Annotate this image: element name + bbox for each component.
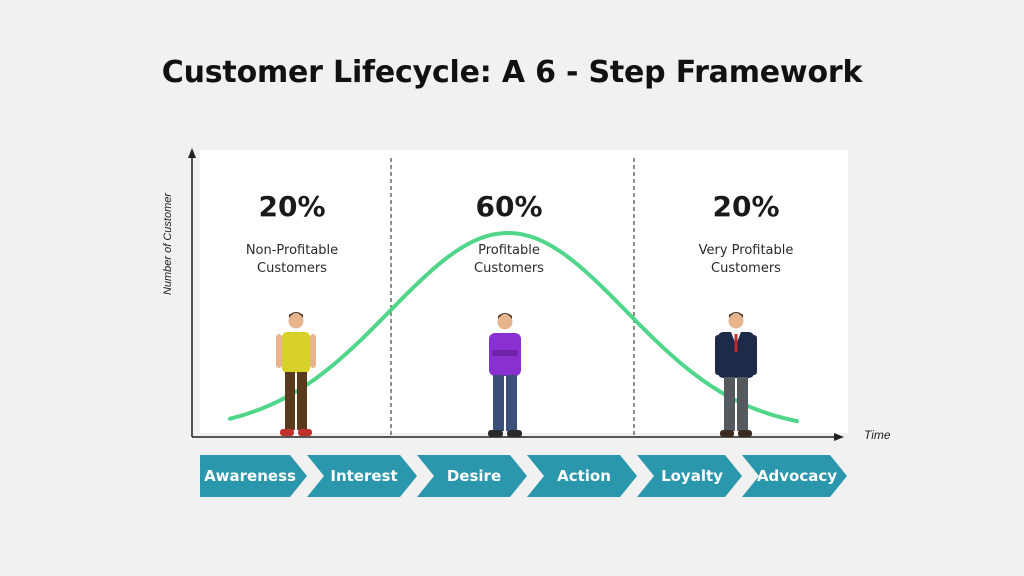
segment-percent-profitable: 60% — [475, 190, 543, 223]
step-label-advocacy: Advocacy — [756, 467, 838, 485]
step-label-interest: Interest — [330, 467, 398, 485]
step-label-loyalty: Loyalty — [661, 467, 723, 485]
step-chevron-awareness — [200, 455, 307, 497]
step-chevrons — [200, 455, 847, 497]
person-figure-profitable — [488, 313, 522, 437]
segment-percent-non-profitable: 20% — [258, 190, 326, 223]
person-figure-non-profitable — [276, 312, 316, 436]
x-axis-arrow — [834, 433, 844, 441]
person-figure-very-profitable — [715, 312, 757, 437]
step-chevron-interest — [307, 455, 417, 497]
bell-curve — [228, 231, 799, 424]
segment-percent-very-profitable: 20% — [712, 190, 780, 223]
segment-label-non-profitable: Non-Profitable Customers — [207, 242, 377, 278]
step-chevron-loyalty — [637, 455, 742, 497]
step-chevron-advocacy — [742, 455, 847, 497]
page-title: Customer Lifecycle: A 6 - Step Framework — [161, 55, 863, 90]
step-label-desire: Desire — [446, 467, 502, 485]
segment-label-line: Very Profitable — [698, 243, 794, 258]
segment-label-line: Customers — [711, 261, 781, 276]
segment-label-line: Customers — [257, 261, 327, 276]
x-axis-label: Time — [864, 428, 891, 442]
segment-label-line: Non-Profitable — [245, 243, 339, 258]
y-axis-arrow — [188, 148, 196, 158]
step-chevron-action — [527, 455, 637, 497]
step-chevron-desire — [417, 455, 527, 497]
y-axis-label: Number of Customer — [162, 192, 174, 296]
segment-label-very-profitable: Very Profitable Customers — [661, 242, 831, 278]
segment-label-profitable: Profitable Customers — [424, 242, 594, 278]
segment-label-line: Profitable — [478, 243, 540, 258]
step-label-action: Action — [557, 467, 611, 485]
segment-label-line: Customers — [474, 261, 544, 276]
step-label-awareness: Awareness — [204, 467, 296, 485]
